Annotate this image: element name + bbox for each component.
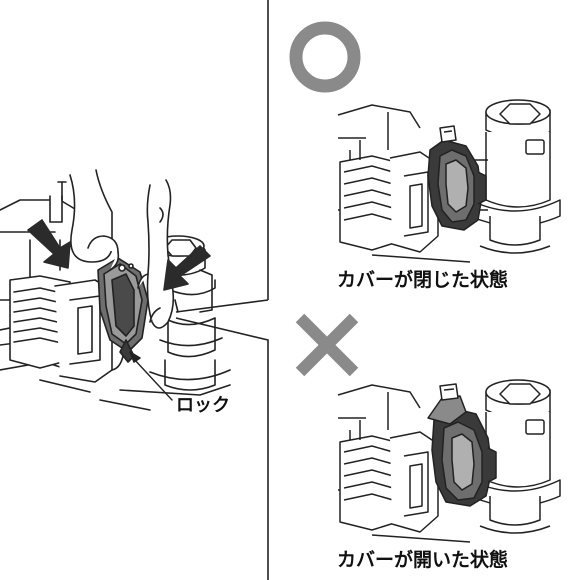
- push-arrow-right: [163, 245, 211, 291]
- hand-outline: [69, 169, 175, 329]
- pipe-housing-left: [0, 181, 231, 411]
- open-state-caption: カバーが開いた状態: [337, 548, 508, 571]
- comparison-frame: [175, 0, 269, 580]
- lock-leader-head: [129, 351, 141, 363]
- correct-mark-icon: [289, 21, 361, 93]
- incorrect-mark-icon: [295, 313, 359, 377]
- lock-label: ロック: [176, 395, 230, 416]
- lock-leader-line: [132, 357, 173, 401]
- illustration-open: [337, 379, 561, 543]
- left-panel: [0, 169, 231, 411]
- push-arrow-left: [27, 219, 71, 269]
- illustration-closed: [337, 99, 561, 263]
- coupling-cover-left: [97, 257, 149, 363]
- closed-state-caption: カバーが閉じた状態: [337, 268, 508, 291]
